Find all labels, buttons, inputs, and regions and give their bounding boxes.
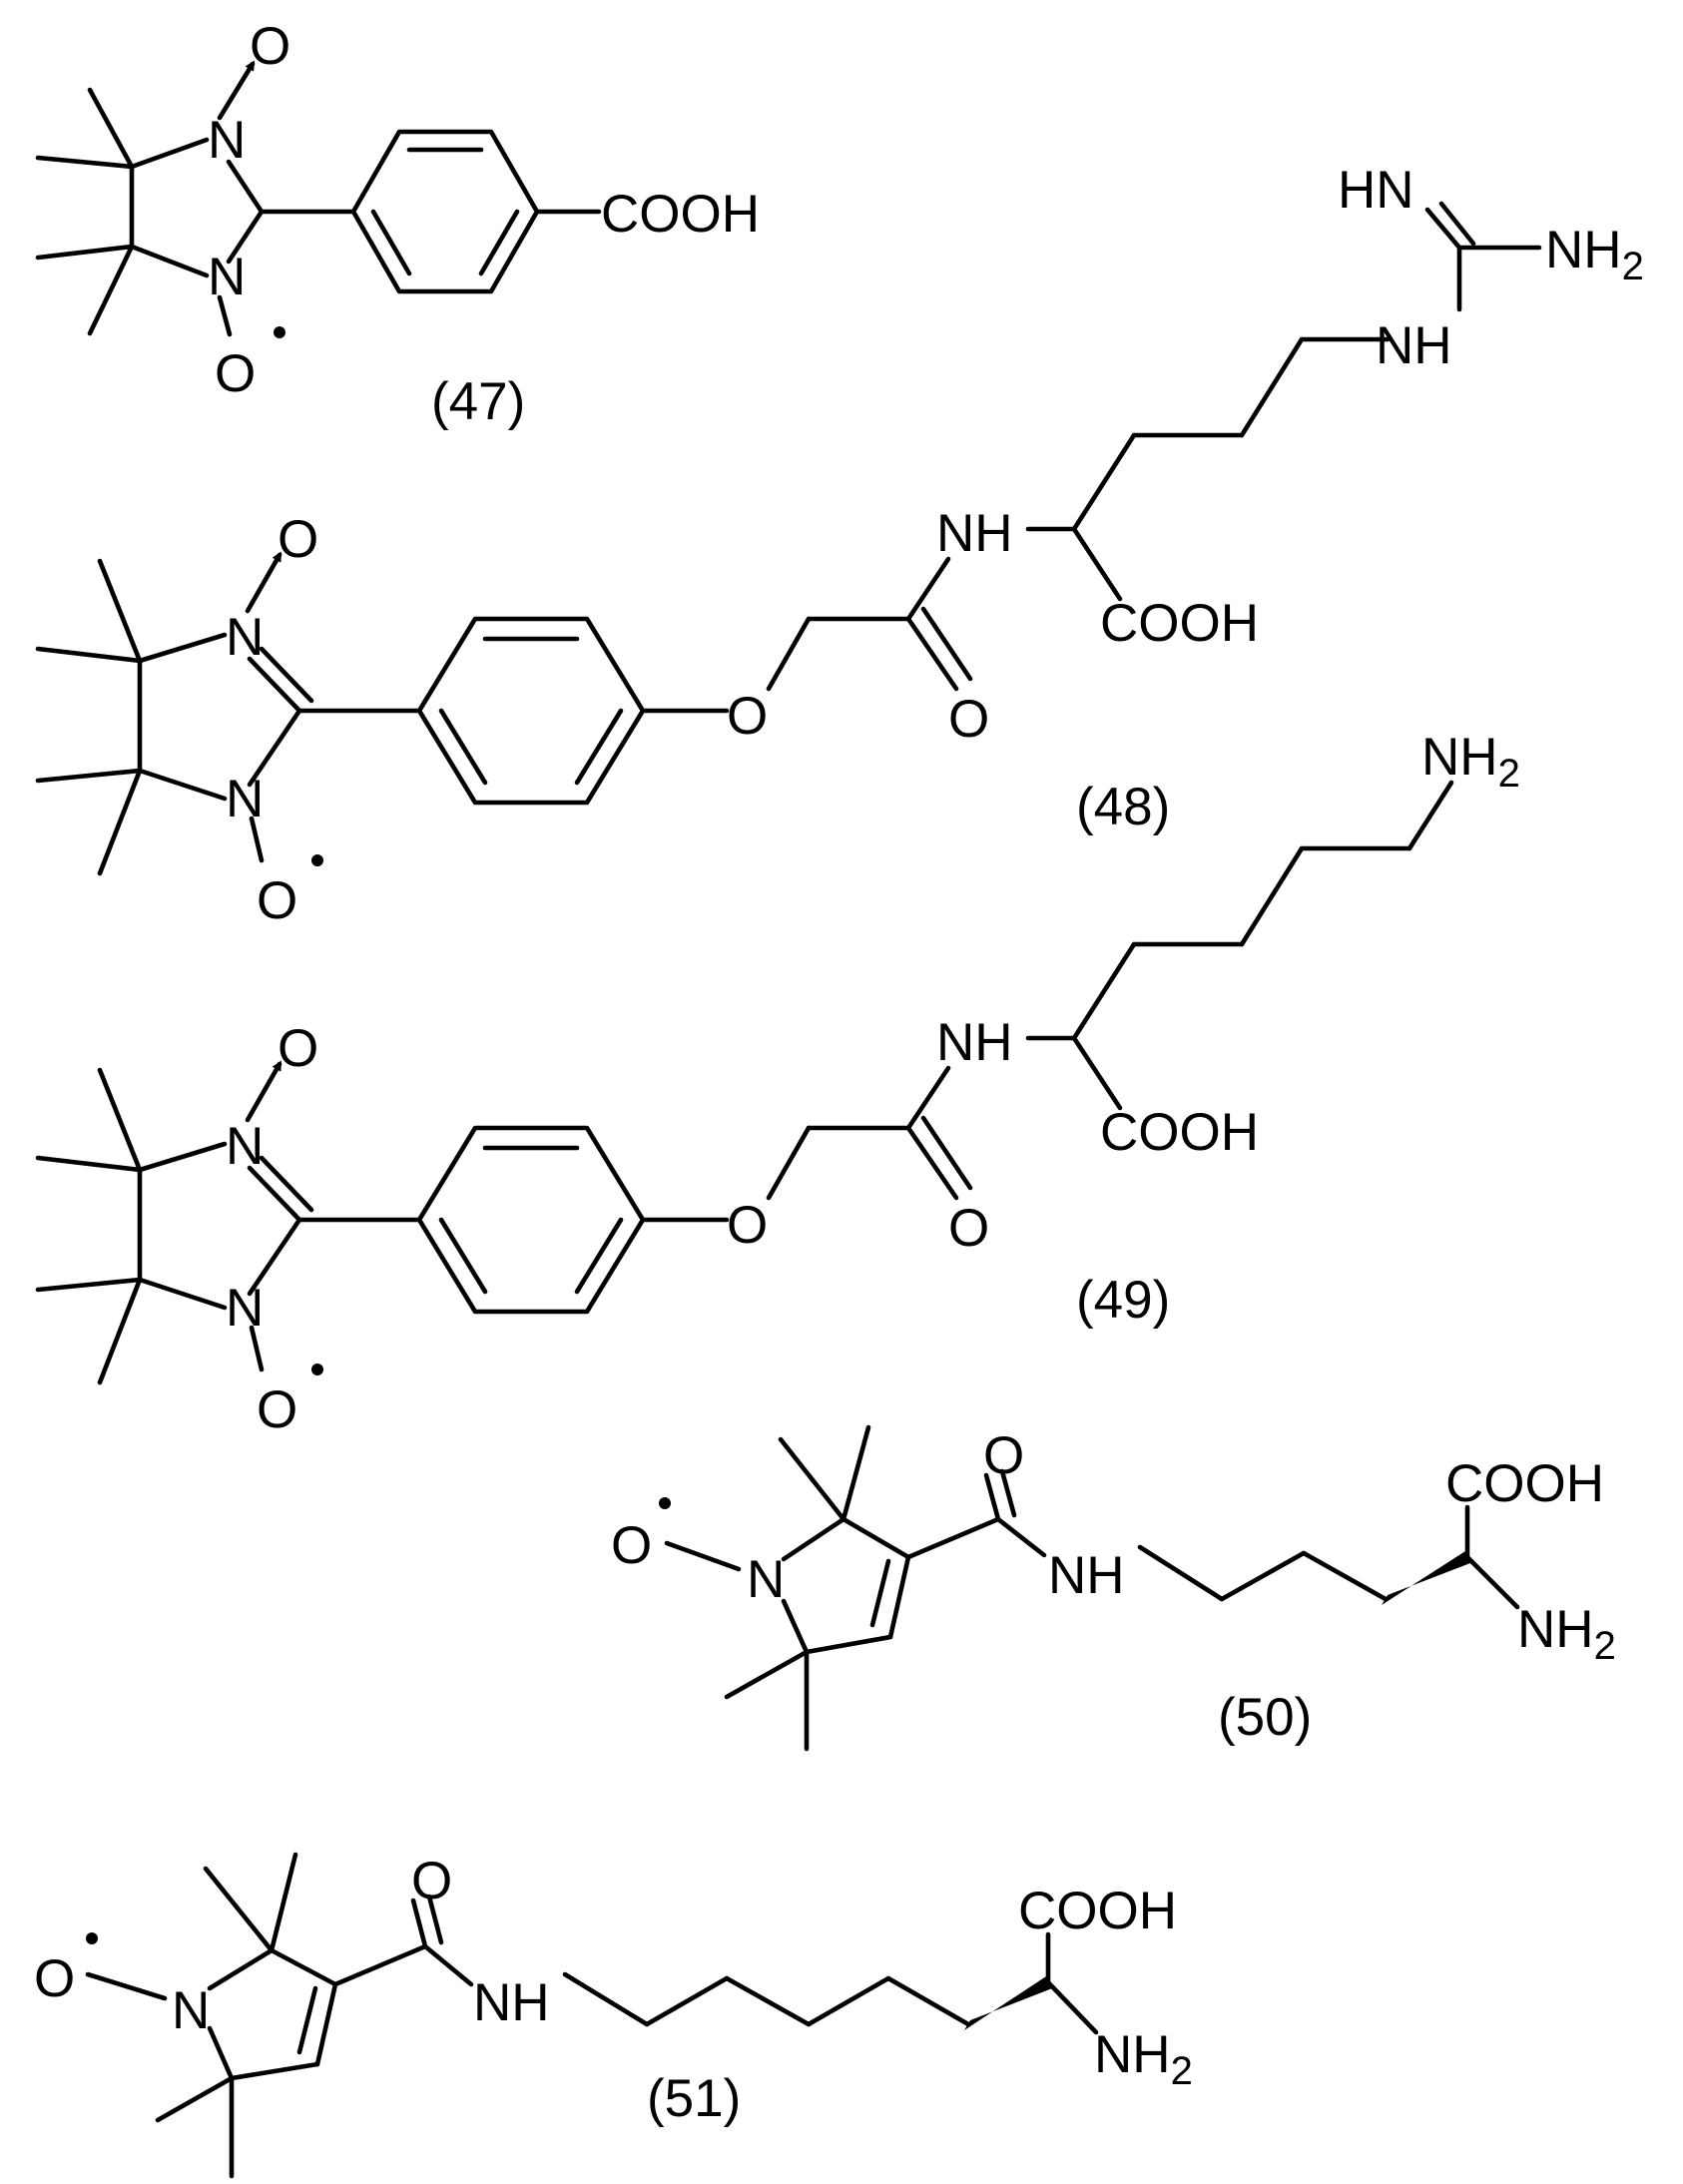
compound-47: N N O O COOH (47) (35, 17, 760, 431)
compound-50-bonds (664, 1424, 1520, 1752)
radical-dot (274, 326, 285, 338)
ether-oxygen: O (727, 1196, 768, 1255)
ether-oxygen: O (727, 687, 768, 746)
radical-dot (86, 1932, 98, 1944)
alpha-amine: NH2 (1517, 1600, 1616, 1668)
compound-label: (48) (1076, 778, 1170, 836)
radical-dot (659, 1497, 671, 1509)
compound-label: (47) (431, 372, 525, 431)
amide-nh: NH (1048, 1546, 1125, 1605)
guanidino-imine: HN (1338, 161, 1414, 220)
alpha-amine: NH2 (1094, 2025, 1193, 2093)
carbonyl-oxygen: O (411, 1852, 452, 1911)
guanidino-nh2: NH2 (1545, 221, 1644, 288)
carbonyl-oxygen: O (983, 1426, 1024, 1485)
n2-atom: N (208, 248, 246, 306)
carboxylic-acid-group: COOH (1100, 594, 1259, 653)
n1-atom: N (208, 111, 246, 170)
compound-50: O N O NH COOH NH2 (50) (611, 1424, 1616, 1752)
radical-oxygen: O (34, 1949, 75, 2008)
n2-atom: N (226, 1279, 264, 1338)
compound-51-bonds (85, 1852, 1099, 2179)
carboxylic-acid-group: COOH (601, 185, 760, 244)
compound-51-atoms: O N O NH COOH NH2 (34, 1852, 1193, 2093)
n1-atom: N (226, 608, 264, 667)
amide-nh: NH (936, 504, 1013, 563)
carboxylic-acid-group: COOH (1100, 1103, 1259, 1162)
radical-dot (311, 854, 323, 866)
n1-atom: N (172, 1981, 210, 2040)
compound-49-bonds (35, 780, 1454, 1385)
compound-51: O N O NH COOH NH2 (51) (34, 1852, 1193, 2179)
radical-dot (311, 1364, 323, 1375)
n2-atom: N (226, 770, 264, 828)
radical-oxygen: O (257, 871, 297, 930)
oxide-oxygen: O (250, 17, 290, 76)
carboxylic-acid-group: COOH (1445, 1454, 1604, 1513)
carbonyl-oxygen: O (948, 690, 989, 749)
oxide-oxygen: O (278, 1019, 318, 1078)
carboxylic-acid-group: COOH (1018, 1882, 1177, 1940)
amide-nh: NH (936, 1013, 1013, 1072)
compound-47-bonds (35, 60, 602, 337)
carbonyl-oxygen: O (948, 1199, 989, 1258)
n1-atom: N (747, 1550, 785, 1609)
compound-48-bonds (35, 201, 1542, 876)
amide-nh: NH (473, 1973, 550, 2032)
compound-label: (51) (647, 2069, 741, 2128)
radical-oxygen: O (257, 1380, 297, 1439)
compound-50-atoms: O N O NH COOH NH2 (611, 1426, 1616, 1668)
guanidino-nh: NH (1376, 316, 1452, 375)
n1-atom: N (226, 1117, 264, 1176)
compound-49: N N O O O O NH COOH NH2 (49) (35, 728, 1520, 1439)
oxide-oxygen: O (278, 510, 318, 569)
compound-48-atoms: N N O O O O NH COOH NH NH2 HN (226, 161, 1644, 930)
radical-oxygen: O (215, 344, 256, 403)
compound-label: (50) (1218, 1688, 1312, 1747)
terminal-amine: NH2 (1421, 728, 1520, 796)
radical-oxygen: O (611, 1516, 652, 1575)
compound-47-atoms: N N O O COOH (208, 17, 760, 403)
compound-48: N N O O O O NH COOH NH NH2 HN (48) (35, 161, 1644, 930)
compound-49-atoms: N N O O O O NH COOH NH2 (226, 728, 1520, 1439)
compound-label: (49) (1076, 1271, 1170, 1330)
